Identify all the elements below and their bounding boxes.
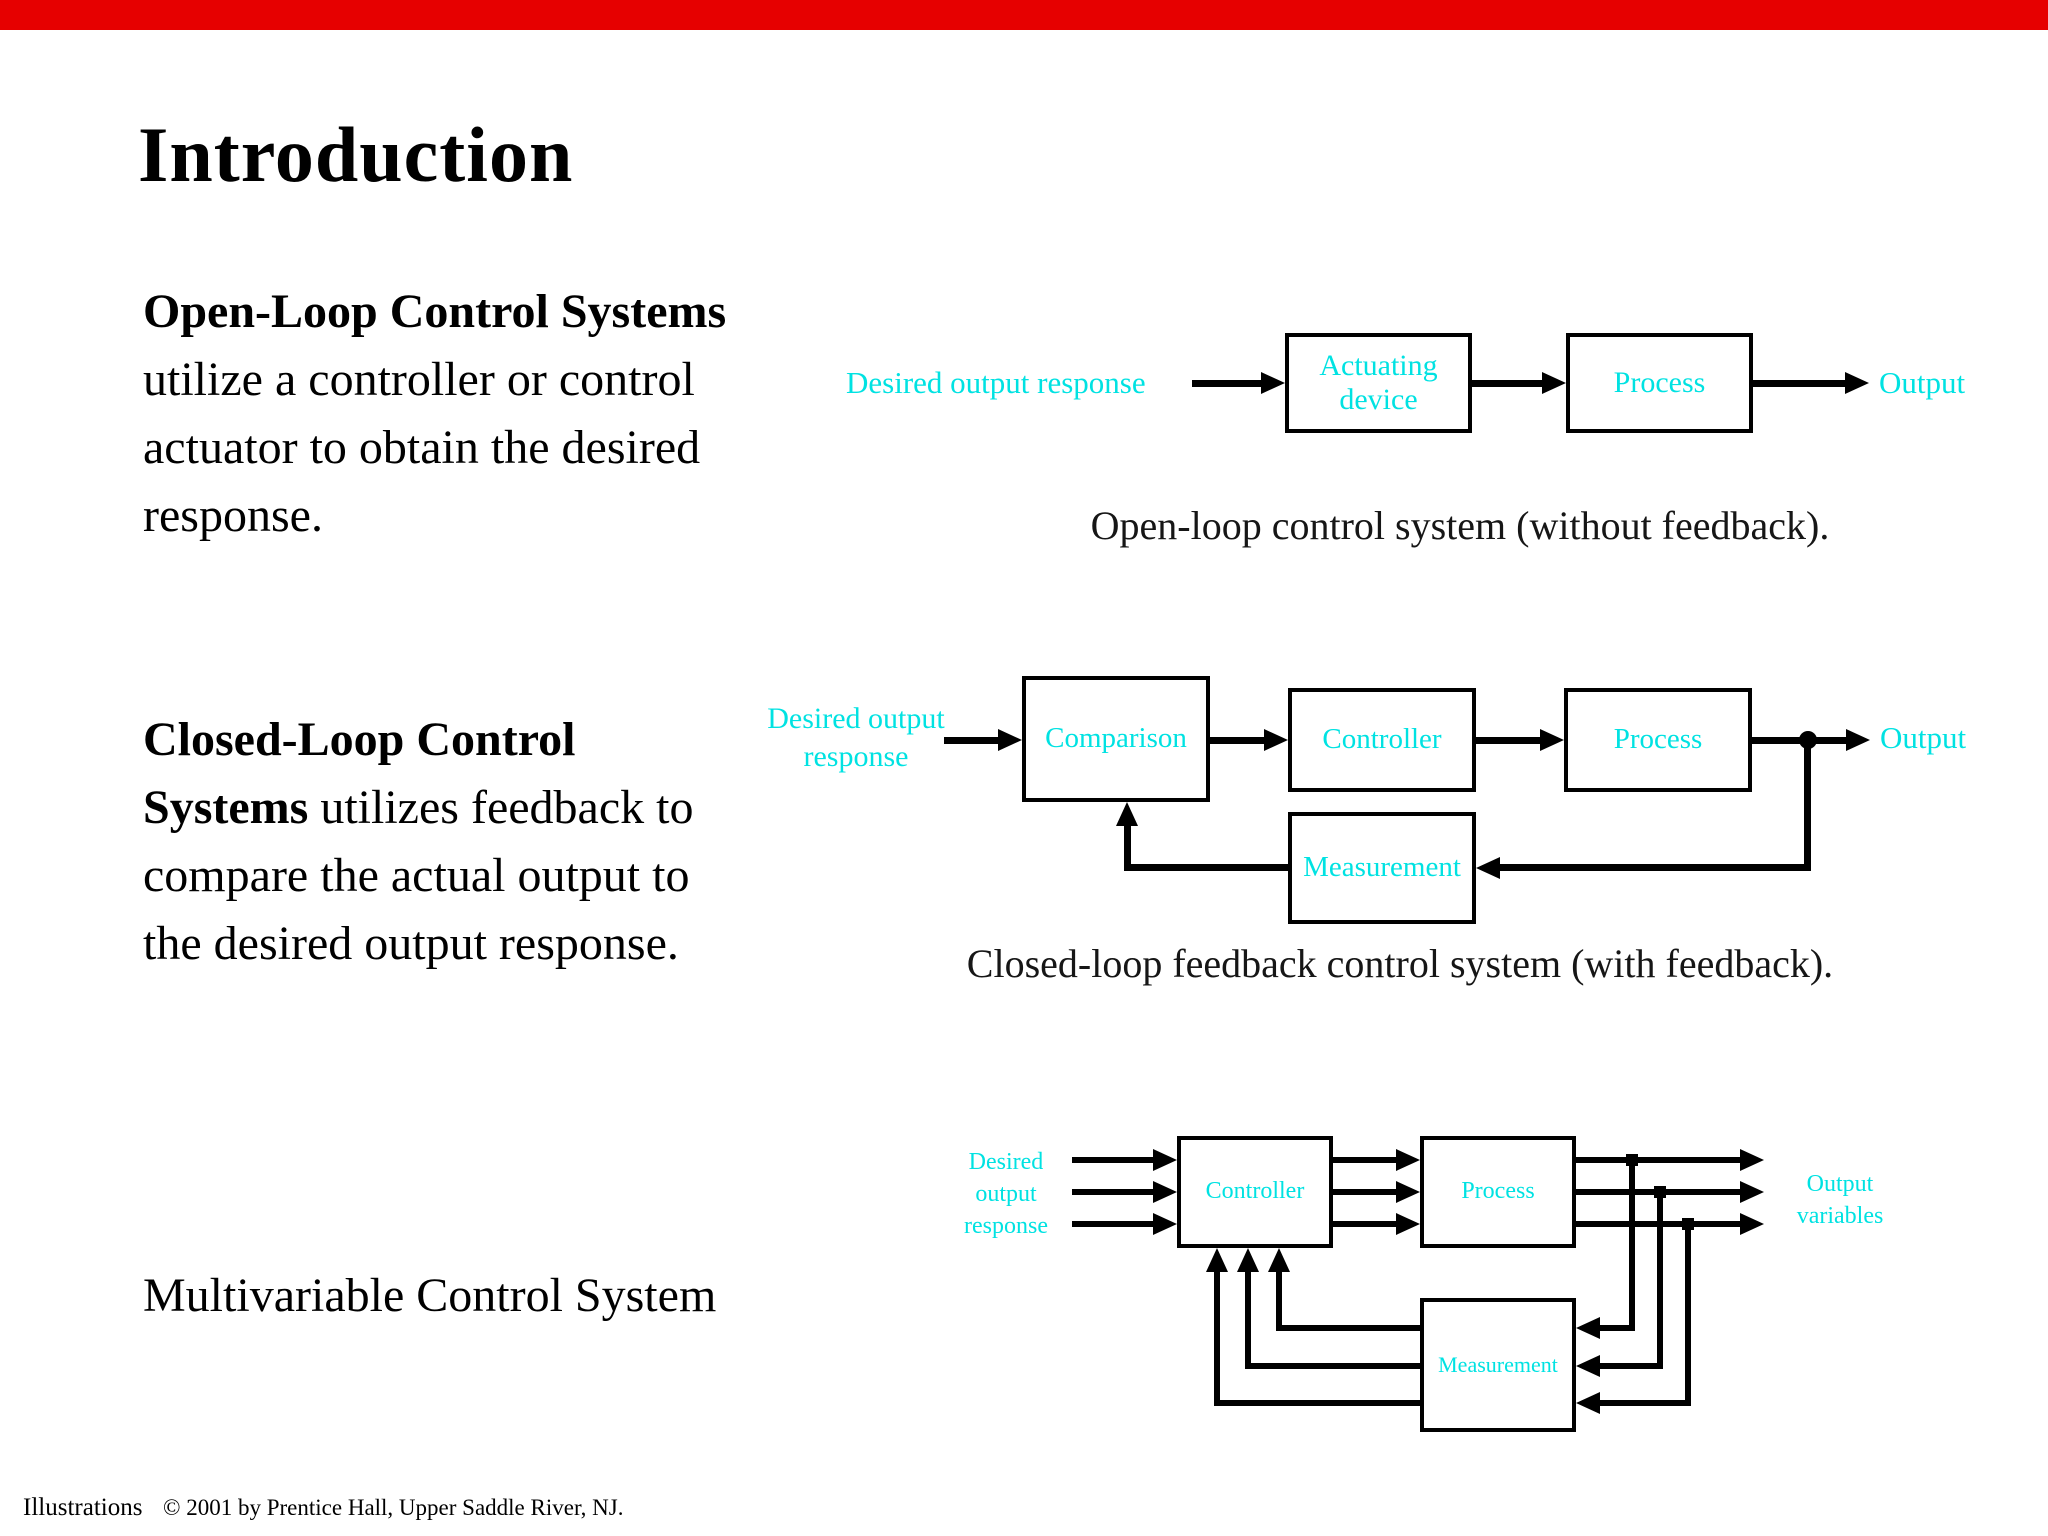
- d3-mid-arrowhead-2: [1396, 1181, 1420, 1203]
- d3-input-line-3: [1072, 1221, 1153, 1227]
- d3-mid-arrowhead-3: [1396, 1213, 1420, 1235]
- d3-riser-line-3: [1214, 1270, 1220, 1406]
- d1-arrow-line-2: [1472, 380, 1544, 387]
- page-title: Introduction: [138, 111, 574, 198]
- d2-arrowhead-up-comparison: [1116, 802, 1138, 826]
- d3-mid-line-3: [1333, 1221, 1396, 1227]
- d3-meas-in-line-1: [1600, 1325, 1635, 1331]
- d2-feedback-line-left: [1124, 864, 1288, 871]
- d3-input-arrowhead-1: [1153, 1149, 1177, 1171]
- paragraph-closed-loop-line3: compare the actual output to: [143, 849, 690, 902]
- d3-meas-arrowhead-left-3: [1576, 1392, 1600, 1414]
- d3-return-line-1: [1276, 1325, 1420, 1331]
- d1-box-process: Process: [1566, 333, 1753, 433]
- d2-input-label-line2: response: [803, 740, 909, 773]
- d1-arrowhead-right-2: [1542, 372, 1566, 394]
- d2-feedback-line-up: [1124, 824, 1131, 871]
- paragraph-closed-loop-line2-bold: Systems: [143, 781, 309, 834]
- d1-arrowhead-right-3: [1845, 372, 1869, 394]
- d1-arrow-line-1: [1192, 380, 1264, 387]
- d3-return-line-3: [1214, 1400, 1420, 1406]
- d3-input-label-line3: response: [964, 1213, 1048, 1239]
- d3-riser-arrowhead-up-3: [1206, 1248, 1228, 1272]
- d2-arrowhead-left-measurement: [1476, 857, 1500, 879]
- d3-riser-arrowhead-up-2: [1237, 1248, 1259, 1272]
- d1-box-actuating-device: Actuating device: [1285, 333, 1472, 433]
- d1-arrowhead-right-1: [1261, 372, 1285, 394]
- paragraph-closed-loop-line4: the desired output response.: [143, 917, 679, 970]
- d3-output-arrowhead-1: [1740, 1149, 1764, 1171]
- d3-output-arrowhead-3: [1740, 1213, 1764, 1235]
- d3-mid-arrowhead-1: [1396, 1149, 1420, 1171]
- d2-arrowhead-right-1: [998, 729, 1022, 751]
- d3-input-line-2: [1072, 1189, 1153, 1195]
- d3-mid-line-2: [1333, 1189, 1396, 1195]
- d3-input-arrowhead-3: [1153, 1213, 1177, 1235]
- d2-arrowhead-right-4: [1846, 729, 1870, 751]
- d2-box-comparison: Comparison: [1022, 676, 1210, 802]
- paragraph-multivariable: Multivariable Control System: [143, 1269, 717, 1322]
- paragraph-open-loop-bold: Open-Loop Control Systems: [143, 285, 727, 338]
- d3-meas-arrowhead-left-2: [1576, 1355, 1600, 1377]
- paragraph-open-loop-line2: utilize a controller or control: [143, 353, 695, 406]
- d2-arrowhead-right-2: [1264, 729, 1288, 751]
- d1-caption: Open-loop control system (without feedba…: [1090, 503, 1830, 548]
- d3-output-label-line1: Output: [1806, 1171, 1874, 1197]
- d2-arrow-line-2: [1210, 737, 1264, 744]
- footer-illustrations-label: Illustrations: [23, 1494, 143, 1521]
- footer-copyright: © 2001 by Prentice Hall, Upper Saddle Ri…: [163, 1495, 624, 1520]
- top-red-bar: [0, 0, 2048, 30]
- d3-riser-line-1: [1276, 1270, 1282, 1331]
- d3-output-label-line2: variables: [1796, 1203, 1884, 1229]
- paragraph-open-loop: Open-Loop Control Systems utilize a cont…: [143, 278, 726, 550]
- d3-meas-arrowhead-left-1: [1576, 1317, 1600, 1339]
- d3-output-arrowhead-2: [1740, 1181, 1764, 1203]
- d2-box-controller: Controller: [1288, 688, 1476, 792]
- d3-drop-line-2: [1657, 1192, 1663, 1369]
- d2-output-label: Output: [1880, 720, 1967, 755]
- d3-output-line-1: [1576, 1157, 1740, 1163]
- d2-box-process: Process: [1564, 688, 1752, 792]
- d2-arrow-line-1: [944, 737, 998, 744]
- d3-input-arrowhead-2: [1153, 1181, 1177, 1203]
- d2-box-measurement: Measurement: [1288, 812, 1476, 924]
- d2-arrow-line-3: [1476, 737, 1540, 744]
- d3-input-label-line2: output: [975, 1181, 1037, 1207]
- paragraph-closed-loop-line1: Closed-Loop Control: [143, 713, 576, 766]
- d2-feedback-line-right: [1498, 864, 1811, 871]
- d1-arrow-line-3: [1753, 380, 1845, 387]
- d3-meas-in-line-3: [1600, 1400, 1691, 1406]
- d3-input-label-line1: Desired: [968, 1149, 1044, 1175]
- d3-box-process: Process: [1420, 1136, 1576, 1248]
- d2-feedback-line-down: [1804, 740, 1811, 868]
- d2-caption: Closed-loop feedback control system (wit…: [966, 941, 1834, 986]
- paragraph-closed-loop-line2-rest: utilizes feedback to: [308, 781, 694, 834]
- d3-mid-line-1: [1333, 1157, 1396, 1163]
- paragraph-open-loop-line4: response.: [143, 489, 323, 542]
- d3-riser-line-2: [1245, 1270, 1251, 1369]
- d3-drop-line-3: [1685, 1224, 1691, 1406]
- d3-box-measurement: Measurement: [1420, 1298, 1576, 1432]
- d3-meas-in-line-2: [1600, 1363, 1663, 1369]
- paragraph-closed-loop: Closed-Loop Control Systems utilizes fee…: [143, 706, 694, 978]
- d2-input-label: Desired output response: [766, 700, 946, 776]
- d2-input-label-line1: Desired output: [767, 702, 945, 735]
- d3-riser-arrowhead-up-1: [1268, 1248, 1290, 1272]
- paragraph-open-loop-line3: actuator to obtain the desired: [143, 421, 701, 474]
- d3-return-line-2: [1245, 1363, 1420, 1369]
- d2-arrowhead-right-3: [1540, 729, 1564, 751]
- d1-output-label: Output: [1879, 365, 1966, 400]
- d1-input-label: Desired output response: [846, 365, 1146, 400]
- d3-box-controller: Controller: [1177, 1136, 1333, 1248]
- d3-drop-line-1: [1629, 1160, 1635, 1331]
- d3-input-line-1: [1072, 1157, 1153, 1163]
